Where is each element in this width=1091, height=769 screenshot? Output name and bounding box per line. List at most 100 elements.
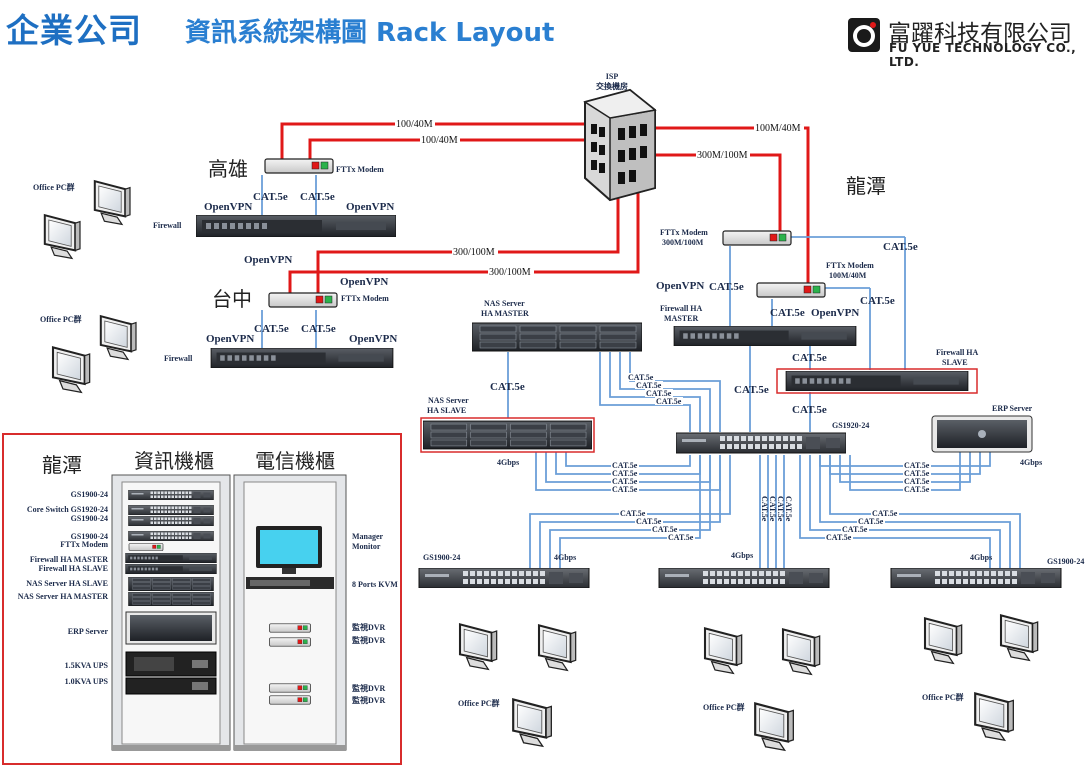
link-label-lt-2: 300M/100M (697, 150, 748, 161)
firewall-label-tc: Firewall (164, 354, 193, 363)
rack-dvr-4 (268, 695, 312, 705)
isp-room-label: 交換機房 (596, 81, 628, 91)
cat-label-tc-a: CAT.5e (254, 323, 289, 335)
city-kaohsiung: 高雄 (208, 157, 248, 181)
rack-core-switch (128, 505, 214, 515)
rack-left-label: GS1900-24 (71, 490, 108, 499)
rack-left-label: NAS Server HA SLAVE (26, 579, 108, 588)
firewall-icon-tc (210, 348, 394, 368)
rack-left-label: FTTx Modem (60, 540, 108, 549)
cable-label: CAT.5e (904, 485, 930, 494)
modem-icon-tc (268, 292, 338, 308)
pc-icon-lt-r3 (973, 692, 1015, 742)
isp-building-icon (583, 88, 657, 202)
pc-icon-kh-2 (43, 213, 82, 260)
rack-switch-3 (128, 531, 214, 541)
rack-modem (128, 543, 164, 551)
rack-right-label: Manager (352, 532, 384, 541)
cable-label: CAT.5e (636, 517, 662, 526)
cat-label-lt-7: CAT.5e (792, 404, 827, 416)
cat-label-lt-3: CAT.5e (860, 295, 895, 307)
cable-label: CAT.5e (668, 533, 694, 542)
rack-right-label: 監視DVR (352, 683, 386, 693)
cable-label: CAT.5e (612, 477, 638, 486)
fw-slave-label-2: SLAVE (942, 358, 968, 367)
firewall-icon-kh (196, 215, 396, 237)
erp-server-icon (931, 415, 1033, 453)
rack-nas-master (128, 592, 214, 606)
rack-switch-2 (128, 516, 214, 526)
fw-master-label-2: MASTER (664, 314, 698, 323)
cat-label-kh-b: CAT.5e (300, 191, 335, 203)
gbps-sw-left: 4Gbps (554, 553, 576, 562)
cable-label: CAT.5e (646, 389, 672, 398)
pc-icon-lt-m3 (753, 702, 795, 752)
rack-right-label: 8 Ports KVM (352, 580, 398, 589)
rack-left-label: GS1900-24 (71, 514, 108, 523)
vpn-label-lt-b: OpenVPN (811, 307, 859, 319)
core-switch-label: GS1920-24 (832, 421, 869, 430)
city-taichung: 台中 (212, 287, 252, 311)
cable-label: CAT.5e (612, 469, 638, 478)
pc-icon-kh-1 (93, 180, 132, 226)
modem-label-tc: FTTx Modem (341, 294, 389, 303)
cable-label: CAT.5e (652, 525, 678, 534)
cable-label: CAT.5e (904, 477, 930, 486)
access-switch-left-label: GS1900-24 (423, 553, 460, 562)
vpn-label-kh-b: OpenVPN (346, 201, 394, 213)
firewall-ha-slave-icon (785, 371, 969, 391)
rack-right-label: 監視DVR (352, 635, 386, 645)
modem-icon-kh (264, 158, 334, 174)
city-longtan: 龍潭 (846, 174, 886, 198)
link-label-tc-2: 300/100M (489, 267, 531, 278)
access-switch-right-icon (890, 568, 1062, 588)
cat-label-lt-5: CAT.5e (792, 352, 827, 364)
access-switch-mid-icon (658, 568, 830, 588)
cable-label: CAT.5e (612, 485, 638, 494)
modem-label-lt-2b: 100M/40M (829, 271, 867, 280)
link-label-lt-1: 100M/40M (755, 123, 801, 134)
rack-left-label: Firewall HA MASTER (30, 555, 108, 564)
page-subtitle: 資訊系統架構圖 Rack Layout (185, 18, 555, 48)
pc-label-tc: Office PC群 (40, 314, 82, 324)
nas-slave-label-1: NAS Server (428, 396, 469, 405)
isp-label: ISP (606, 72, 619, 81)
pc-label-lt-left: Office PC群 (458, 698, 500, 708)
nas-master-label-2: HA MASTER (481, 309, 529, 318)
cat-label-lt-2: CAT.5e (709, 281, 744, 293)
link-label-kh-1: 100/40M (396, 119, 433, 130)
link-label-kh-2: 100/40M (421, 135, 458, 146)
modem-label-lt-1b: 300M/100M (662, 238, 704, 247)
fw-slave-label-1: Firewall HA (936, 348, 979, 357)
page-title: 企業公司 (6, 11, 142, 50)
rack-left-label: 1.5KVA UPS (65, 661, 109, 670)
modem-label-kh: FTTx Modem (336, 165, 384, 174)
pc-icon-lt-r1 (923, 617, 963, 665)
nas-cat-label: CAT.5e (490, 381, 525, 393)
access-switch-right-label: GS1900-24 (1047, 557, 1084, 566)
pc-icon-lt-m2 (781, 628, 821, 676)
rack-dvr-3 (268, 683, 312, 693)
vpn-label-tc-a: OpenVPN (206, 333, 254, 345)
vpn-label-tc-top: OpenVPN (340, 276, 388, 288)
rack-left-label: NAS Server HA MASTER (18, 592, 109, 601)
gbps-sw-mid: 4Gbps (731, 551, 753, 560)
cable-label: CAT.5e (858, 517, 884, 526)
rack-right-label: 監視DVR (352, 622, 386, 632)
nas-master-label-1: NAS Server (484, 299, 525, 308)
rack-left-label: 1.0KVA UPS (65, 677, 109, 686)
rack-left-label: GS1900-24 (71, 532, 108, 541)
company-logo-icon (848, 18, 880, 52)
cable-label: CAT.5e (904, 461, 930, 470)
vpn-label-lt-a: OpenVPN (656, 280, 704, 292)
tel-rack-cabinet (233, 474, 347, 751)
cable-label-vertical: CAT.5e (784, 496, 793, 522)
rack-dvr-1 (268, 623, 312, 633)
nas-slave-label-2: HA SLAVE (427, 406, 466, 415)
rack-site-title: 龍潭 (42, 453, 82, 477)
cable-label-vertical: CAT.5e (768, 496, 777, 522)
cat-label-kh-a: CAT.5e (253, 191, 288, 203)
cable-label: CAT.5e (872, 509, 898, 518)
